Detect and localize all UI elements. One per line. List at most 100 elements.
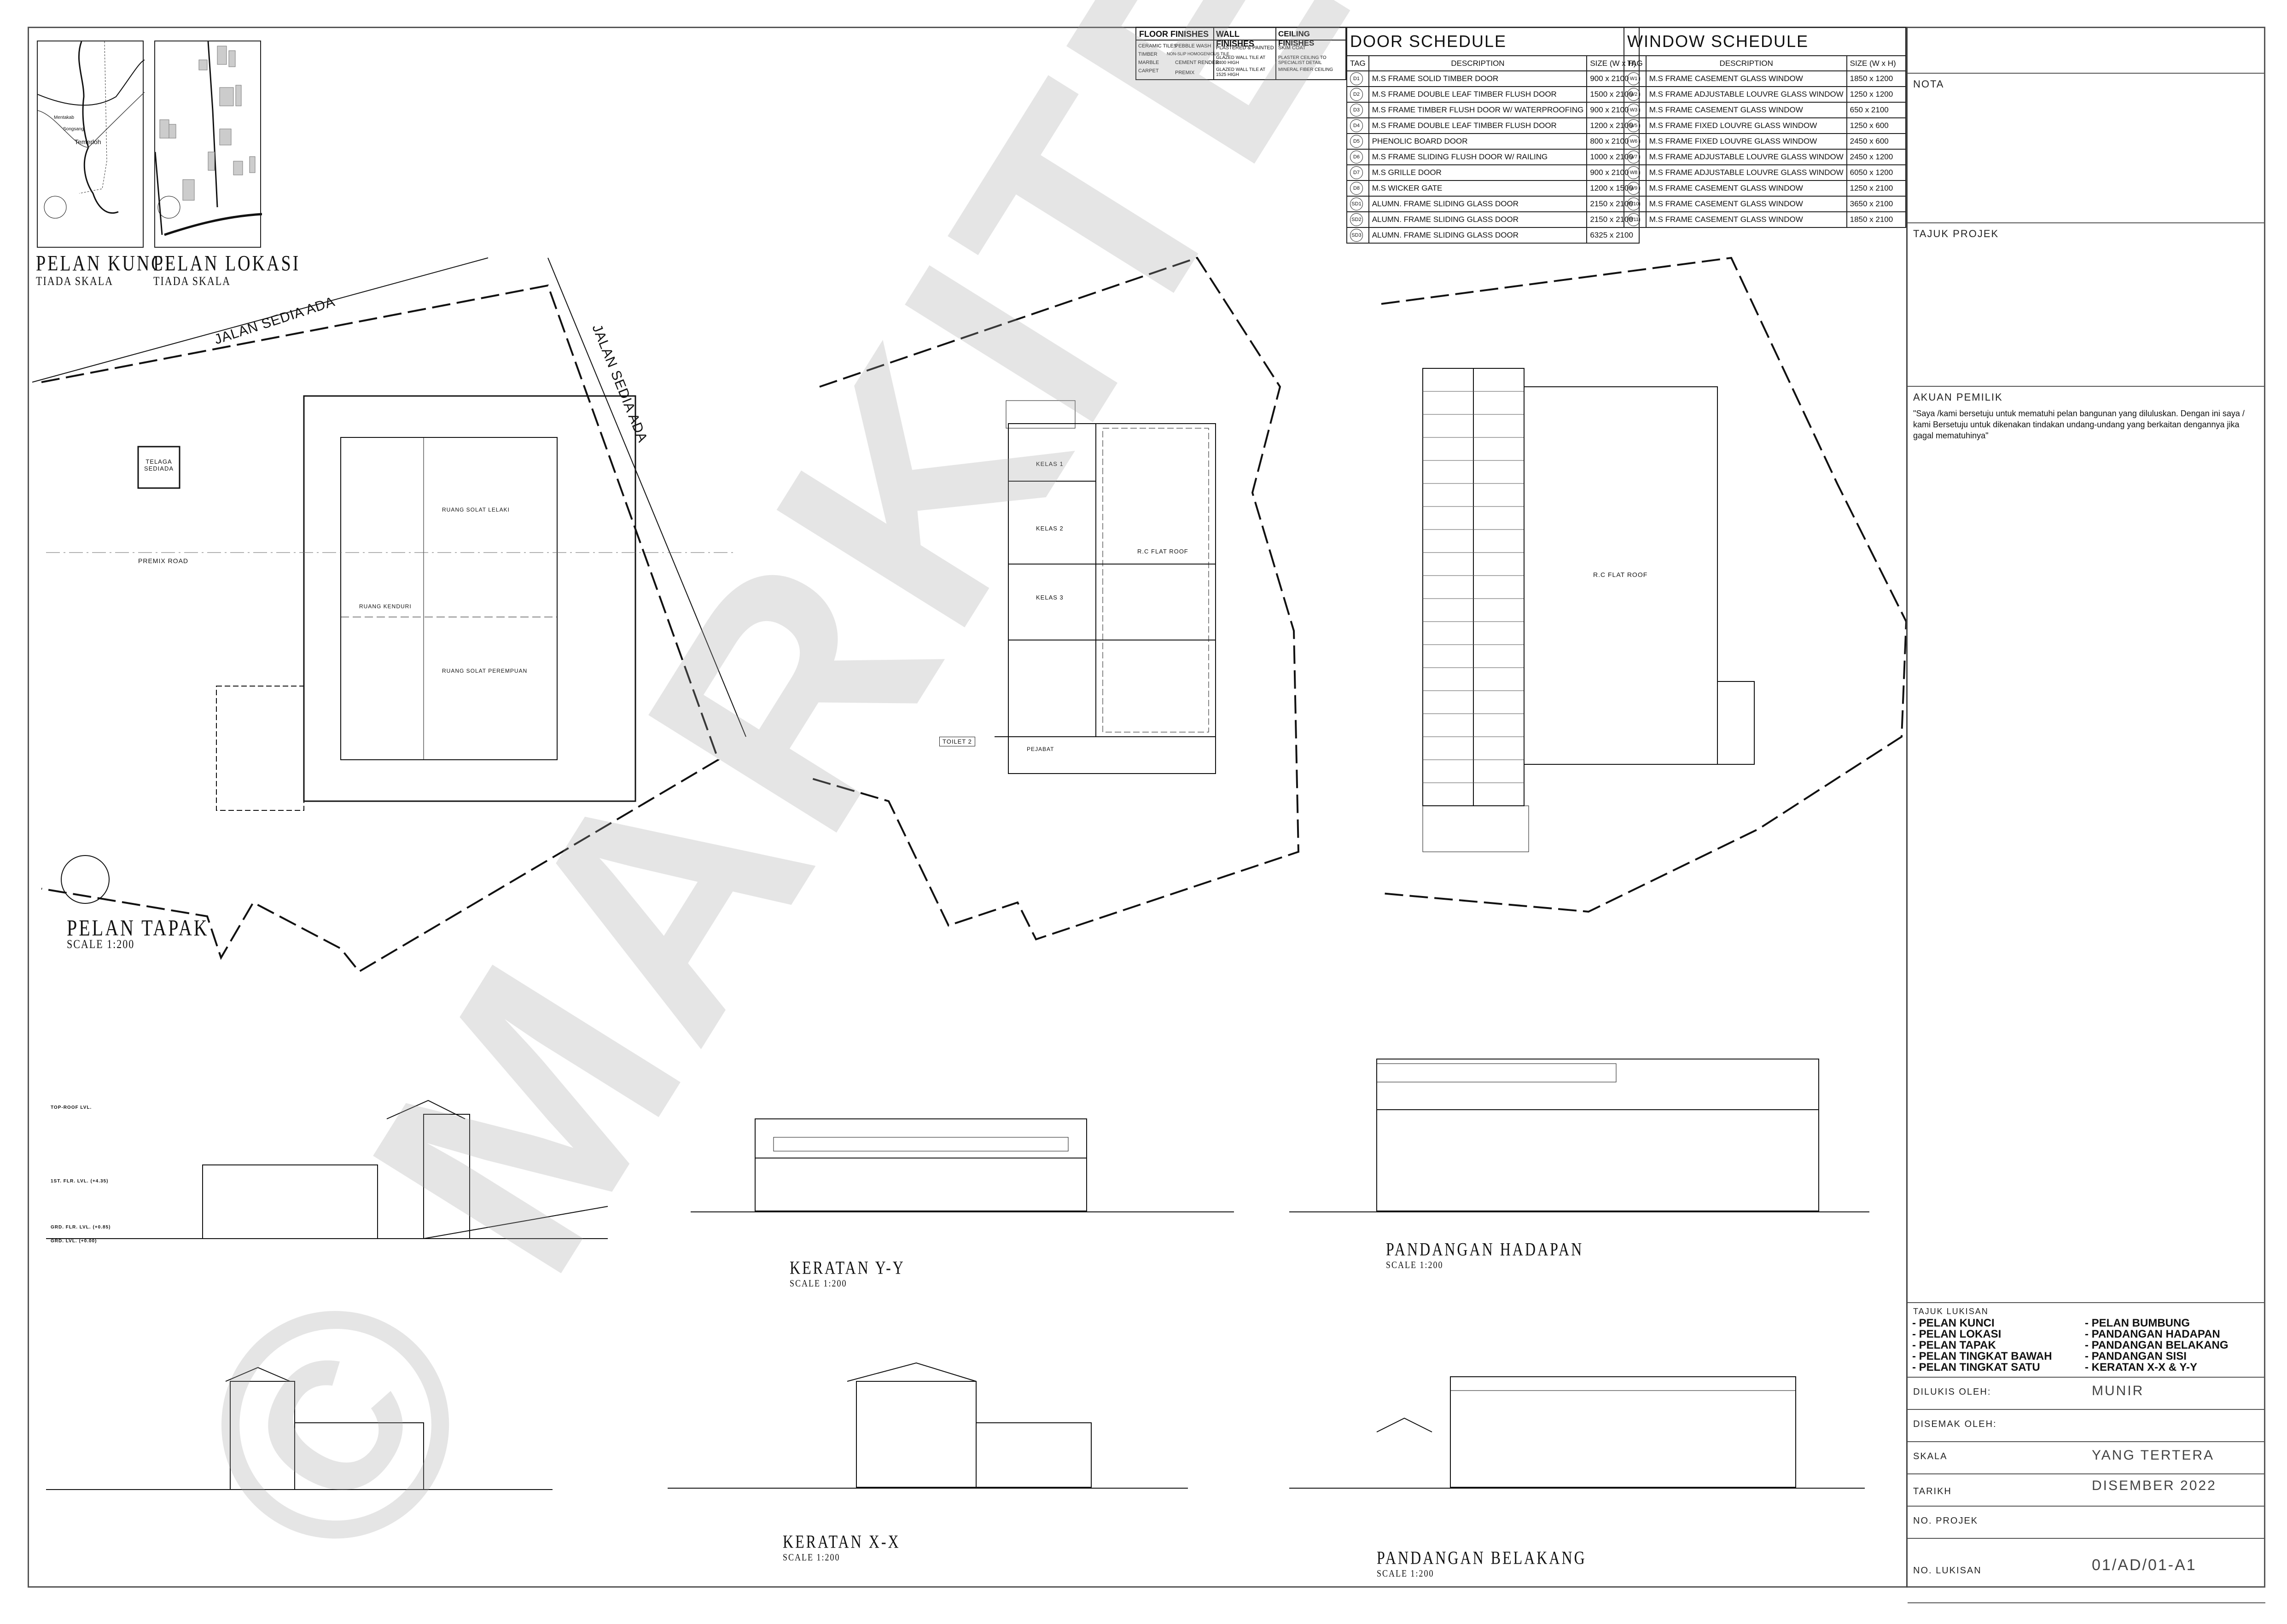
- door-description: ALUMN. FRAME SLIDING GLASS DOOR: [1368, 227, 1588, 244]
- floor-finish-item: NON-SLIP HOMOGENIOUS TILE: [1167, 52, 1229, 56]
- window-description: M.S FRAME FIXED LOUVRE GLASS WINDOW: [1645, 133, 1847, 150]
- col-size: SIZE (W x H): [1846, 55, 1907, 71]
- wall-finishes: WALL FINISHES PLASTERED & PAINTED GLAZED…: [1213, 28, 1276, 79]
- drawing-title-item: - KERATAN X-X & Y-Y: [2085, 1361, 2198, 1374]
- col-description: DESCRIPTION: [1368, 55, 1588, 71]
- tarikh-value: DISEMBER 2022: [2092, 1478, 2217, 1493]
- wall-finishes-title: WALL FINISHES: [1213, 28, 1275, 48]
- drawing-title-item: - PELAN TAPAK: [1912, 1339, 1996, 1351]
- key-plan-frame: Temerloh Mentakab Songsang: [37, 41, 145, 248]
- door-description: PHENOLIC BOARD DOOR: [1368, 133, 1588, 150]
- akuan-pemilik-section: AKUAN PEMILIK "Saya /kami bersetuju untu…: [1908, 386, 2265, 1303]
- window-tag: W6: [1627, 135, 1640, 148]
- view-title-pandangan-belakang: PANDANGAN BELAKANG: [1377, 1547, 1587, 1568]
- akuan-pemilik-text: "Saya /kami bersetuju untuk mematuhi pel…: [1913, 409, 2245, 440]
- window-description: M.S FRAME ADJUSTABLE LOUVRE GLASS WINDOW: [1645, 164, 1847, 181]
- window-size: 1250 x 2100: [1846, 180, 1907, 197]
- door-size: 6325 x 2100: [1586, 227, 1640, 244]
- key-plan-map: [38, 41, 145, 219]
- window-tag: W3: [1627, 104, 1640, 116]
- window-size: 1850 x 1200: [1846, 70, 1907, 87]
- door-schedule-header: TAG DESCRIPTION SIZE (W x H): [1346, 55, 1640, 71]
- level-marker: GRD. LVL. (+0.00): [51, 1239, 97, 1244]
- window-description: M.S FRAME ADJUSTABLE LOUVRE GLASS WINDOW: [1645, 86, 1847, 103]
- door-tag: D8: [1350, 182, 1363, 195]
- view-scale-pandangan-hadapan: SCALE 1:200: [1386, 1259, 1443, 1270]
- floor-finish-item: PREMIX: [1175, 70, 1195, 76]
- door-tag: D7: [1350, 166, 1363, 179]
- no-lukisan-value: 01/AD/01-A1: [2092, 1556, 2197, 1574]
- col-description: DESCRIPTION: [1645, 55, 1847, 71]
- window-tag: W7: [1627, 151, 1640, 163]
- col-tag: TAG: [1624, 55, 1647, 71]
- door-tag: D1: [1350, 72, 1363, 85]
- dilukis-oleh-row: DILUKIS OLEH: MUNIR: [1908, 1377, 2265, 1410]
- window-description: M.S FRAME CASEMENT GLASS WINDOW: [1645, 70, 1847, 87]
- floor-finishes-title: FLOOR FINISHES: [1136, 28, 1213, 41]
- floor-finishes: FLOOR FINISHES CERAMIC TILES PEBBLE WASH…: [1136, 28, 1229, 79]
- side-elevation-2: [46, 1367, 553, 1490]
- window-size: 2450 x 600: [1846, 133, 1907, 150]
- wall-finish-item: GLAZED WALL TILE AT 2400 HIGH: [1216, 55, 1266, 65]
- floor-finish-item: CARPET: [1138, 68, 1159, 74]
- col-tag: TAG: [1346, 55, 1369, 71]
- drawing-title-item: - PELAN TINGKAT SATU: [1912, 1361, 2040, 1374]
- first-floor-plan: [810, 256, 1300, 941]
- site-plan: [32, 257, 746, 973]
- no-lukisan-label: NO. LUKISAN: [1913, 1566, 1982, 1576]
- tajuk-lukisan-section: TAJUK LUKISAN - PELAN KUNCI - PELAN LOKA…: [1908, 1302, 2265, 1378]
- tajuk-lukisan-list-right: - PELAN BUMBUNG - PANDANGAN HADAPAN - PA…: [2085, 1318, 2229, 1373]
- level-marker: 1ST. FLR. LVL. (+4.35): [51, 1179, 109, 1184]
- door-tag: SD2: [1350, 213, 1363, 226]
- window-tag: W11: [1627, 213, 1640, 226]
- view-title-pelan-kunci: PELAN KUNCI: [36, 251, 173, 276]
- door-description: M.S FRAME TIMBER FLUSH DOOR W/ WATERPROO…: [1368, 102, 1588, 118]
- door-tag: SD3: [1350, 229, 1363, 242]
- door-description: M.S WICKER GATE: [1368, 180, 1588, 197]
- window-tag: W5: [1627, 119, 1640, 132]
- window-schedule-title: WINDOW SCHEDULE: [1624, 27, 1906, 56]
- view-title-keratan-y-y: KERATAN Y-Y: [790, 1257, 905, 1278]
- window-size: 6050 x 1200: [1846, 164, 1907, 181]
- window-schedule-header: TAG DESCRIPTION SIZE (W x H): [1624, 55, 1907, 71]
- drawing-title-item: - PELAN BUMBUNG: [2085, 1317, 2190, 1329]
- ceiling-finish-item: PLASTER CEILING TO SPECIALIST DETAIL: [1278, 55, 1327, 65]
- wall-finish-item: PLASTERED & PAINTED: [1216, 45, 1274, 51]
- section-y-y: [691, 1118, 1234, 1212]
- ceiling-finish-item: MINERAL FIBER CEILING: [1278, 67, 1333, 72]
- view-scale-keratan-y-y: SCALE 1:200: [790, 1278, 847, 1289]
- section-x-x: [668, 1362, 1188, 1489]
- drawing-title-item: - PANDANGAN SISI: [2085, 1350, 2187, 1362]
- ceiling-finish-item: SKIM COAT: [1278, 45, 1306, 51]
- door-tag: D6: [1350, 151, 1363, 163]
- tarikh-label: TARIKH: [1913, 1486, 1952, 1496]
- nota-section: NOTA: [1908, 73, 2265, 223]
- floor-finish-item: MARBLE: [1138, 60, 1159, 65]
- floor-finish-item: PEBBLE WASH: [1175, 43, 1211, 49]
- key-plan-label-temerloh: Temerloh: [75, 138, 101, 146]
- window-size: 1850 x 2100: [1846, 211, 1907, 228]
- drawing-title-item: - PELAN KUNCI: [1912, 1317, 1995, 1329]
- title-block-logo-area: [1908, 27, 2265, 74]
- view-scale-pelan-kunci: TIADA SKALA: [36, 274, 114, 288]
- door-description: M.S FRAME DOUBLE LEAF TIMBER FLUSH DOOR: [1368, 86, 1588, 103]
- ff-room-label: PEJABAT: [1027, 746, 1054, 752]
- key-plan-label-songsang: Songsang: [63, 127, 84, 132]
- door-schedule-table: DOOR SCHEDULE TAG DESCRIPTION SIZE (W x …: [1346, 27, 1640, 244]
- no-projek-label: NO. PROJEK: [1913, 1516, 1979, 1526]
- door-description: M.S FRAME SLIDING FLUSH DOOR W/ RAILING: [1368, 149, 1588, 165]
- no-lukisan-row: NO. LUKISAN 01/AD/01-A1: [1908, 1538, 2265, 1603]
- door-description: ALUMN. FRAME SLIDING GLASS DOOR: [1368, 196, 1588, 212]
- door-description: M.S FRAME SOLID TIMBER DOOR: [1368, 70, 1588, 87]
- floor-finish-item: CEMENT RENDER: [1175, 60, 1219, 65]
- key-plan-label-mentakab: Mentakab: [54, 115, 74, 120]
